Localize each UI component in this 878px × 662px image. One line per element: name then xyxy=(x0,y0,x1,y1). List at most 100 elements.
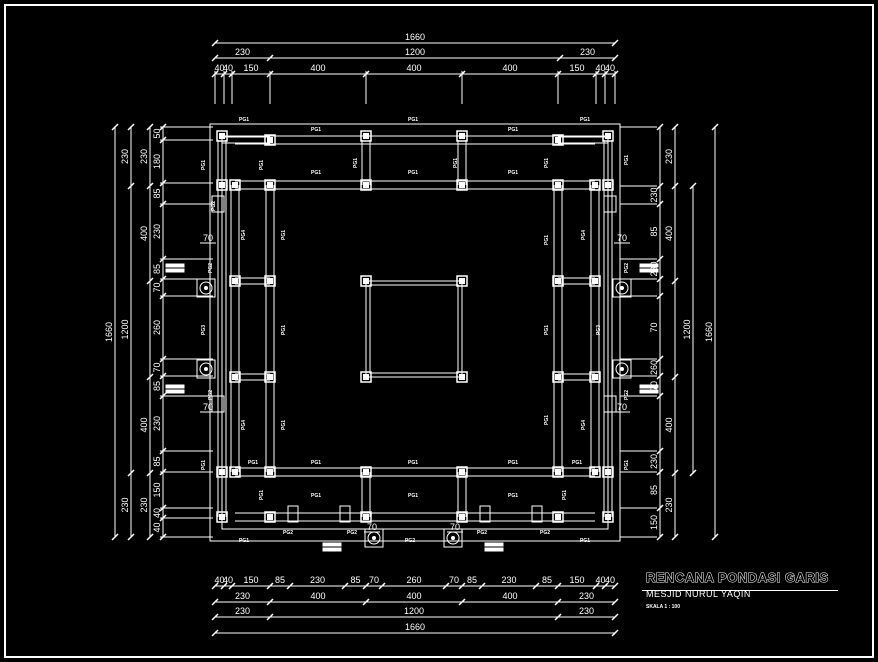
column xyxy=(360,179,372,191)
dim-text: 230 xyxy=(152,416,162,431)
dim-tick xyxy=(656,372,664,380)
beam-label: PG1 xyxy=(408,170,418,176)
section-marker xyxy=(165,268,185,273)
footing-pad xyxy=(479,505,491,523)
beam-label: PG2 xyxy=(624,263,630,273)
dim-tick xyxy=(656,292,664,300)
dim-text: 150 xyxy=(649,515,659,530)
beam-label: PG1 xyxy=(544,415,550,425)
pile-detail-bottom-right-center xyxy=(451,536,455,540)
beam-label: PG1 xyxy=(201,160,207,170)
dim-text: 230 xyxy=(664,497,674,512)
dim-text: 400 xyxy=(406,591,421,601)
column xyxy=(602,511,614,523)
dim-text: 70 xyxy=(152,282,162,292)
dim-tick xyxy=(127,123,135,131)
dim-tick xyxy=(656,468,664,476)
beam-label: PG1 xyxy=(544,235,550,245)
column xyxy=(552,275,564,287)
beam-label: PG2 xyxy=(405,538,415,544)
dim-text: 260 xyxy=(406,575,421,585)
column-core xyxy=(592,374,598,380)
column-core xyxy=(219,133,225,139)
dim-text: 150 xyxy=(569,63,584,73)
dim-tick xyxy=(689,182,697,190)
title-block: RENCANA PONDASI GARIS MESJID NURUL YAQIN… xyxy=(642,570,846,610)
drawing-scale: SKALA 1 : 100 xyxy=(646,604,680,610)
column-core xyxy=(605,514,611,520)
dim-tick xyxy=(266,613,274,621)
dim-text: 150 xyxy=(243,575,258,585)
dim-text: 230 xyxy=(580,47,595,57)
beam-label: PG1 xyxy=(544,325,550,335)
beam-label: PG2 xyxy=(211,201,217,211)
dim-text: 1200 xyxy=(404,606,424,616)
dim-text: 70 xyxy=(203,402,213,412)
dim-text: 70 xyxy=(649,322,659,332)
dim-tick xyxy=(611,54,619,62)
dim-tick xyxy=(611,582,619,590)
dim-text: 70 xyxy=(367,522,377,532)
section-marker xyxy=(639,384,659,389)
beam-label: PG1 xyxy=(508,170,518,176)
column-core xyxy=(592,278,598,284)
column-core xyxy=(363,514,369,520)
dim-tick xyxy=(211,598,219,606)
column xyxy=(264,179,276,191)
beam-label: PG1 xyxy=(281,325,287,335)
dim-tick xyxy=(127,469,135,477)
beam-label: PG4 xyxy=(241,230,247,240)
beam-label: PG1 xyxy=(259,490,265,500)
dim-text: 230 xyxy=(139,149,149,164)
dim-tick xyxy=(656,355,664,363)
beam-label: PG1 xyxy=(580,538,590,544)
beam-label: PG3 xyxy=(201,325,207,335)
dim-text: 70 xyxy=(450,522,460,532)
section-marker xyxy=(165,263,185,268)
dim-tick xyxy=(656,447,664,455)
column-core xyxy=(363,133,369,139)
section-marker xyxy=(639,263,659,268)
column xyxy=(216,466,228,478)
dim-tick xyxy=(656,533,664,541)
section-marker xyxy=(484,542,504,547)
dim-text: 1200 xyxy=(120,319,130,339)
column-core xyxy=(459,133,465,139)
dim-tick xyxy=(554,613,562,621)
dim-tick xyxy=(442,582,450,590)
dim-tick xyxy=(458,598,466,606)
column-core xyxy=(605,469,611,475)
dim-tick xyxy=(656,255,664,263)
dim-tick xyxy=(656,392,664,400)
dim-text: 85 xyxy=(152,188,162,198)
column xyxy=(360,466,372,478)
column xyxy=(360,275,372,287)
column-core xyxy=(267,514,273,520)
dim-tick xyxy=(592,582,600,590)
dim-text: 230 xyxy=(664,149,674,164)
beam-label: PG1 xyxy=(580,117,590,123)
column xyxy=(552,134,564,146)
beam-label: PG1 xyxy=(239,538,249,544)
column xyxy=(589,371,601,383)
pile-detail-left-top xyxy=(199,281,213,295)
pile-detail-left-bottom-box xyxy=(196,359,216,379)
dim-text: 40 xyxy=(595,575,605,585)
dim-text: 230 xyxy=(501,575,516,585)
section-marker xyxy=(639,389,659,394)
column-core xyxy=(555,469,561,475)
section-marker xyxy=(484,547,504,552)
dim-text: 1200 xyxy=(405,47,425,57)
beam-label: PG1 xyxy=(311,460,321,466)
column xyxy=(229,179,241,191)
dim-tick xyxy=(146,123,154,131)
drawing-subtitle: MESJID NURUL YAQIN xyxy=(646,589,751,599)
beam-label: PG1 xyxy=(281,420,287,430)
dim-tick xyxy=(146,373,154,381)
dim-tick xyxy=(556,54,564,62)
footing-pad xyxy=(531,505,543,523)
dim-tick xyxy=(127,182,135,190)
dim-text: 230 xyxy=(579,591,594,601)
dim-tick xyxy=(146,533,154,541)
